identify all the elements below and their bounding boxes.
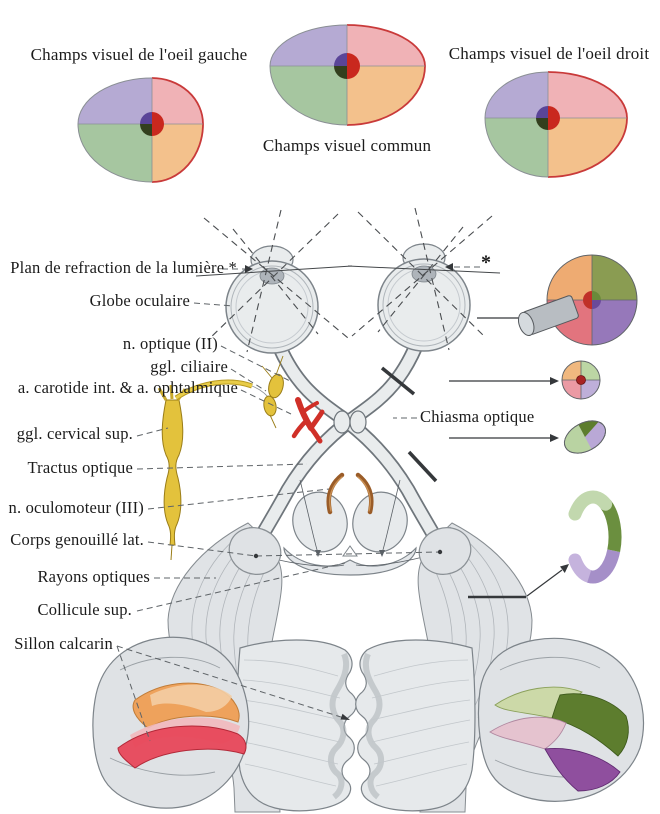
band-pink bbox=[489, 716, 567, 750]
optic-nerve-stub-cylinder bbox=[517, 295, 579, 336]
calcarine-band-red bbox=[117, 725, 247, 769]
oculomotor-nerves bbox=[326, 472, 374, 515]
infundibulum-left-bump bbox=[333, 410, 351, 434]
label-oculomotor-nerve: n. oculomoteur (III) bbox=[8, 498, 144, 517]
label-optic-nerve: n. optique (II) bbox=[122, 334, 218, 353]
optic-nerve-and-tract-tubes bbox=[249, 342, 447, 550]
occipital-hemisphere-left bbox=[236, 639, 357, 812]
refraction-plane-lines bbox=[195, 265, 501, 277]
geniculate-lamina-c-icon bbox=[568, 490, 622, 584]
label-left-visual-field: Champs visuel de l'oeil gauche bbox=[30, 45, 248, 64]
common-visual-field-diagram bbox=[269, 24, 426, 126]
band-purple bbox=[544, 748, 621, 792]
label-right-asterisk: * bbox=[481, 251, 492, 274]
label-globe-oculaire: Globe oculaire bbox=[89, 291, 190, 310]
left-eyeball bbox=[225, 245, 319, 354]
right-eyeball bbox=[377, 243, 471, 352]
optic-nerve-cross-section-icon bbox=[561, 360, 601, 400]
label-cervical-ganglion: ggl. cervical sup. bbox=[16, 424, 133, 443]
label-common-visual-field: Champs visuel commun bbox=[262, 136, 432, 155]
leader-lines bbox=[116, 263, 480, 742]
left-visual-field-diagram bbox=[77, 77, 204, 183]
label-ciliary-ganglion: ggl. ciliaire bbox=[150, 357, 228, 376]
occipital-lobe-inset-right bbox=[477, 637, 645, 802]
label-right-visual-field: Champs visuel de l'oeil droit bbox=[448, 44, 650, 63]
lateral-geniculate-right bbox=[418, 527, 472, 575]
label-refraction-plane: Plan de refraction de la lumière * bbox=[10, 258, 237, 277]
label-optic-tract: Tractus optique bbox=[27, 458, 133, 477]
light-ray-lines bbox=[203, 207, 493, 353]
inset-arrows bbox=[449, 314, 569, 597]
eye-fundus-quadrants-icon bbox=[517, 254, 638, 346]
transection-bars bbox=[380, 366, 526, 599]
label-superior-colliculus: Collicule sup. bbox=[37, 600, 132, 619]
label-optic-radiations: Rayons optiques bbox=[37, 567, 150, 586]
label-optic-chiasm: Chiasma optique bbox=[420, 407, 535, 426]
carotid-ophthalmic-artery bbox=[291, 397, 325, 444]
band-dark-green bbox=[551, 693, 629, 757]
infundibulum-right-bump bbox=[349, 410, 367, 434]
label-lateral-geniculate: Corps genouillé lat. bbox=[10, 530, 144, 549]
midbrain bbox=[261, 479, 439, 576]
right-visual-field-diagram bbox=[484, 71, 628, 178]
lateral-geniculate-left bbox=[228, 527, 282, 575]
occipital-hemisphere-right bbox=[355, 639, 476, 812]
label-calcarine-sulcus: Sillon calcarin bbox=[14, 634, 113, 653]
occipital-lobe-inset-left bbox=[92, 636, 250, 809]
label-carotid-ophthalmic: a. carotide int. & a. ophtalmique bbox=[17, 378, 238, 397]
sympathetic-trunk bbox=[157, 379, 273, 561]
chiasm-cross-section-icon bbox=[563, 420, 607, 454]
ciliary-ganglion bbox=[261, 355, 284, 429]
